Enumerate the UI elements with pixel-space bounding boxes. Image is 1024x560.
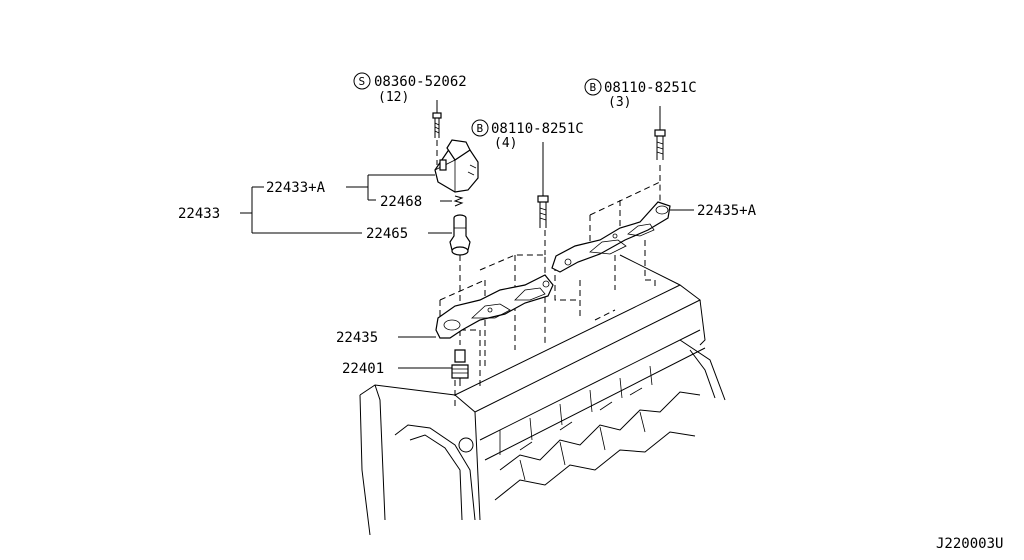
diagram-code: J220003U (936, 536, 1003, 552)
screw-part-number: 08360-52062 (374, 74, 467, 90)
spring-22468 (453, 195, 464, 207)
bolt-4-symbol: B (477, 122, 484, 135)
assembly-guide-lines (436, 140, 661, 410)
bolt-4 (537, 195, 549, 228)
gasket-plate-22435-a (551, 201, 671, 273)
bolt-3-symbol-icon (584, 78, 602, 96)
callout-22435-a: 22435+A (697, 203, 757, 219)
callout-22433: 22433 (178, 206, 220, 222)
spark-plug-22401 (451, 349, 469, 386)
callout-22433-a: 22433+A (266, 180, 326, 196)
ignition-coil (434, 139, 479, 193)
callout-22465: 22465 (366, 226, 408, 242)
spark-plug-boot-22465 (449, 214, 471, 256)
bolt-3-callout: B 08110-8251C (3) (584, 78, 697, 110)
bolt-4-part-number: 08110-8251C (491, 121, 584, 137)
callout-22401: 22401 (342, 361, 384, 377)
screw-symbol-icon (353, 72, 371, 90)
screw-callout: S 08360-52062 (12) (353, 72, 467, 105)
leader-lines (240, 100, 694, 369)
bolt-4-callout: B 08110-8251C (4) (471, 119, 584, 151)
bolt-4-symbol-icon (471, 119, 489, 137)
bolt-3-quantity: (3) (608, 95, 631, 110)
bolt-3 (654, 129, 666, 160)
screw-symbol: S (359, 75, 366, 88)
bolt-4-quantity: (4) (494, 136, 517, 151)
engine-cylinder-head (359, 254, 726, 536)
screw-quantity: (12) (378, 90, 409, 105)
bolt-3-symbol: B (590, 81, 597, 94)
screw-08360-52062 (432, 112, 442, 138)
callout-22468: 22468 (380, 194, 422, 210)
callout-22435: 22435 (336, 330, 378, 346)
gasket-plate-22435 (435, 274, 554, 339)
bolt-3-part-number: 08110-8251C (604, 80, 697, 96)
